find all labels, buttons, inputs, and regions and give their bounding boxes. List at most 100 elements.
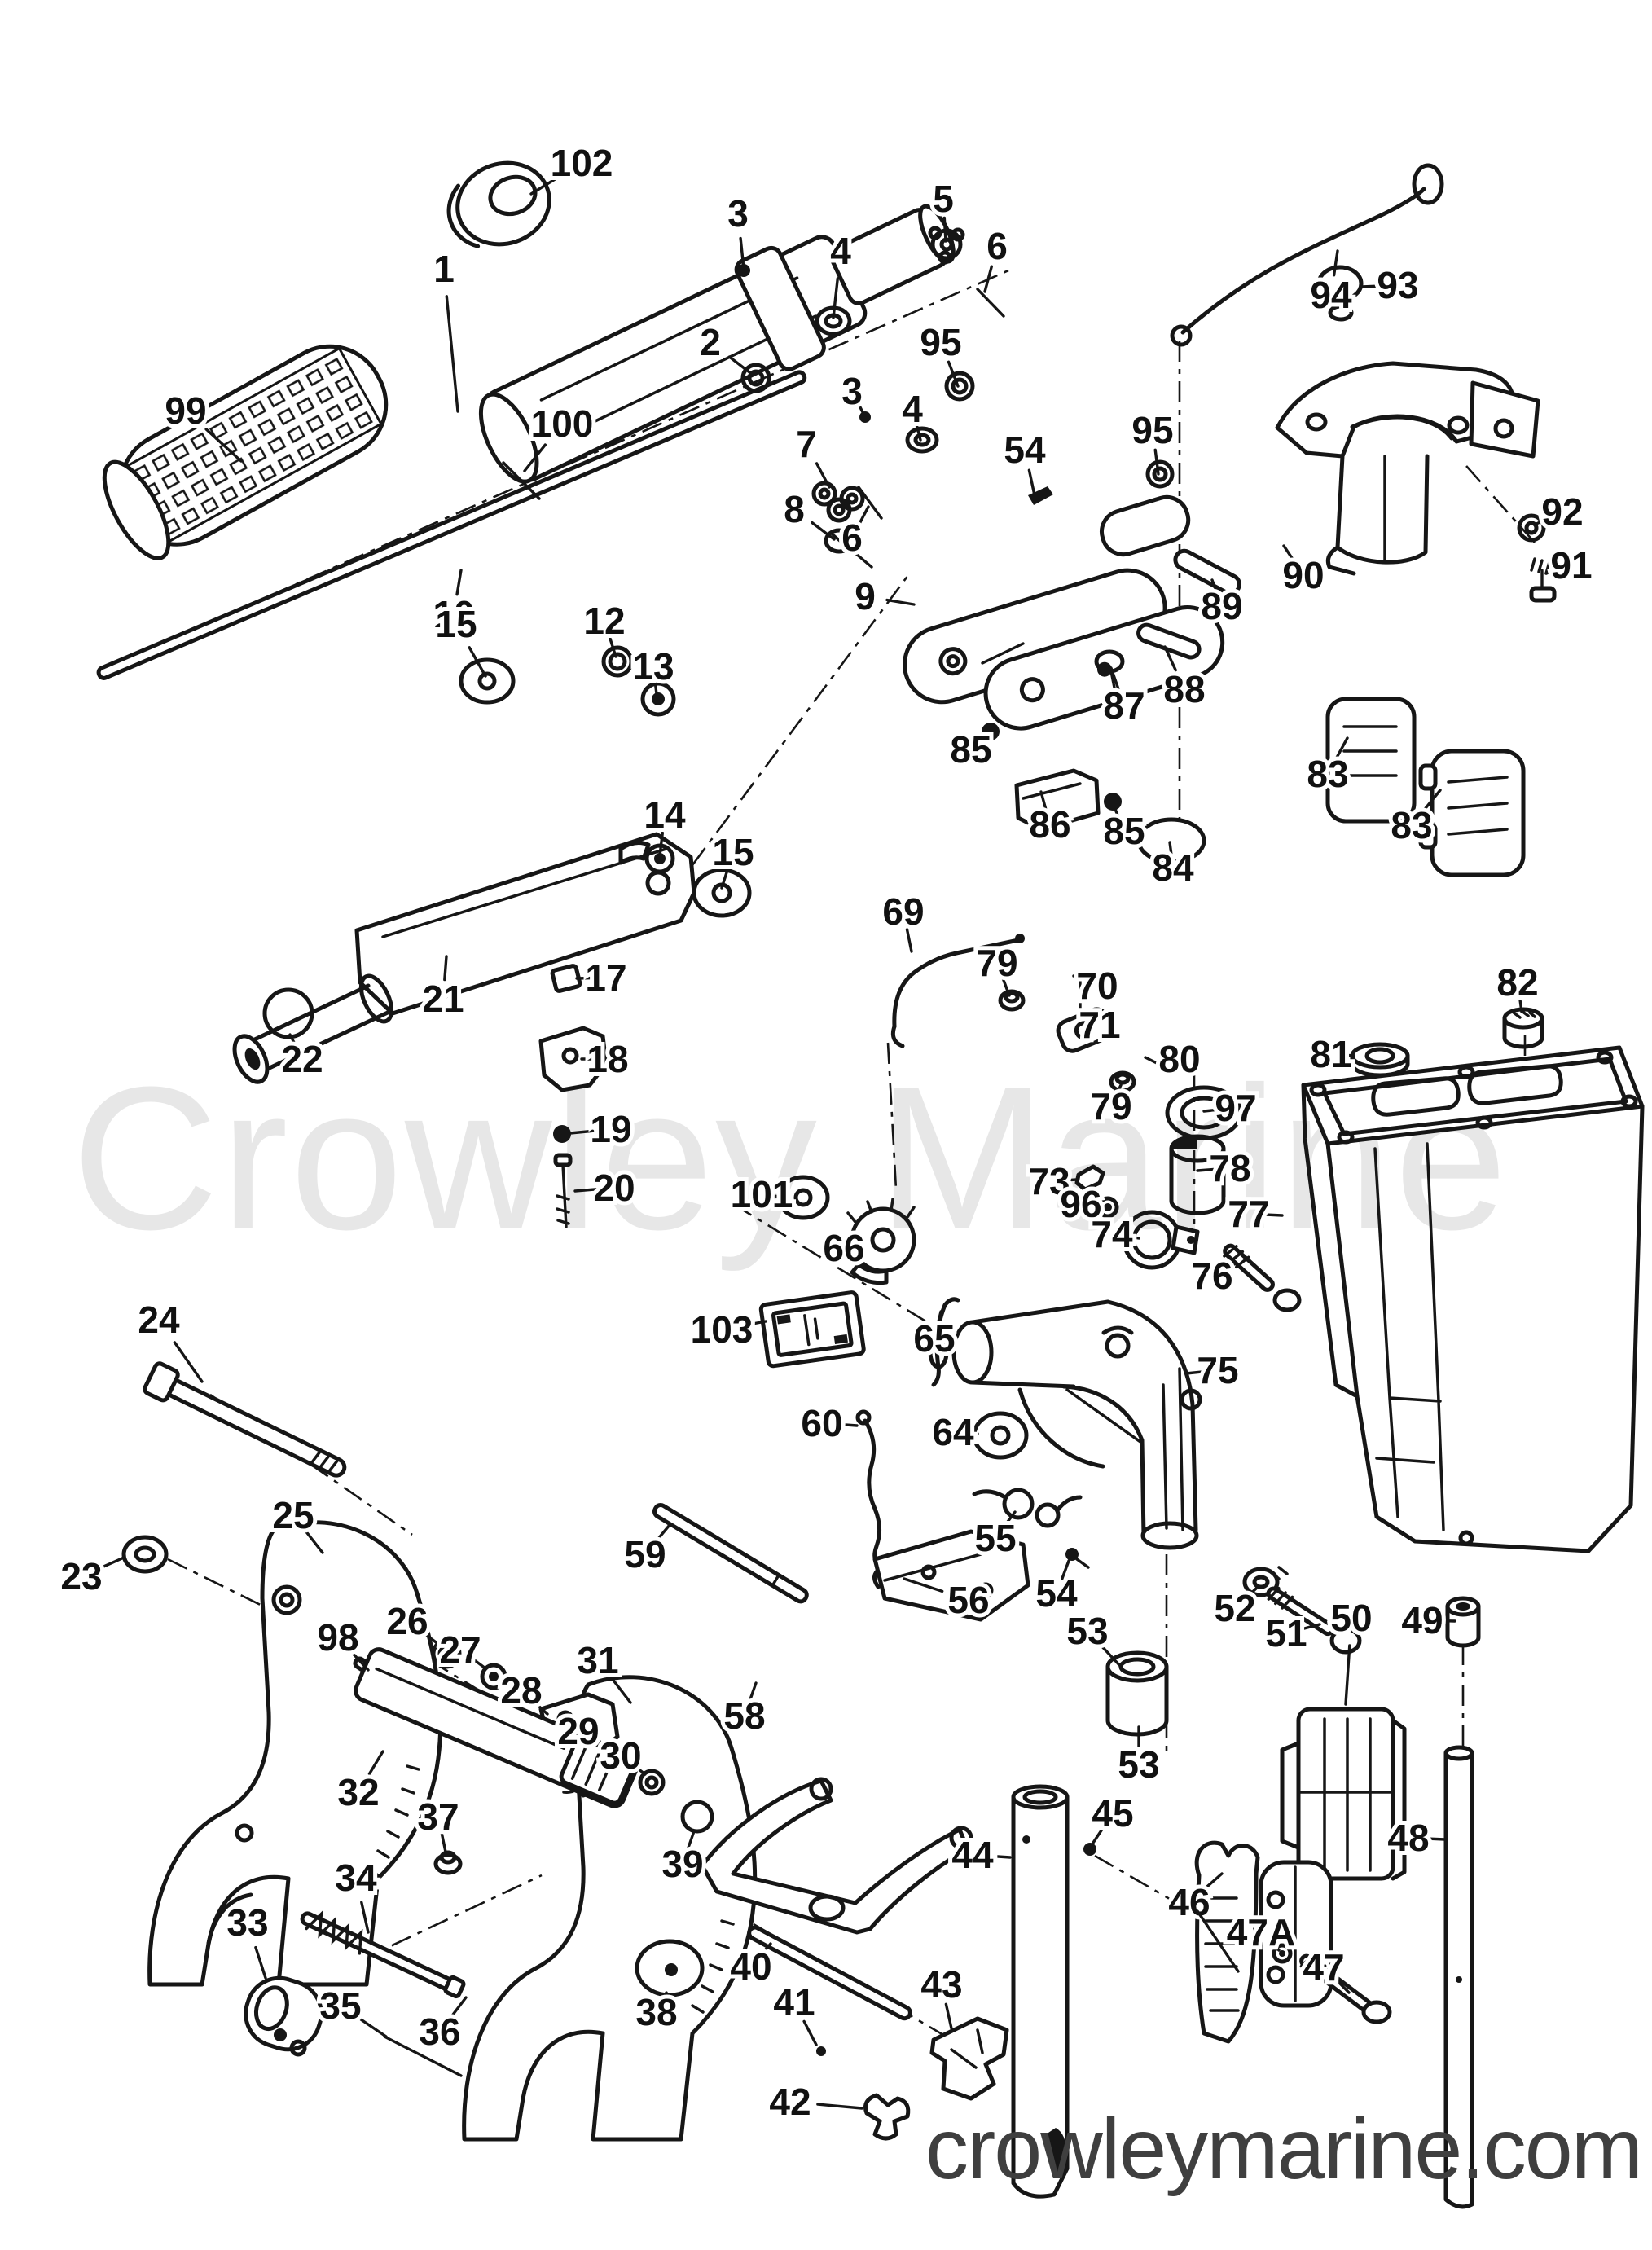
swivel-hardware [872, 1488, 1481, 2209]
leader-line-37 [440, 1832, 448, 1857]
part-label-85: 85 [1103, 810, 1145, 852]
part-label-10: 10 [433, 593, 474, 635]
part-label-54: 54 [1004, 428, 1046, 471]
part-label-98: 98 [317, 1616, 358, 1659]
leader-line-54 [1027, 468, 1036, 497]
part-label-37: 37 [417, 1795, 459, 1838]
part-label-13: 13 [632, 645, 674, 688]
part-label-23: 23 [60, 1555, 102, 1597]
leader-line-46 [1202, 1872, 1224, 1892]
leader-line-47A [1268, 1939, 1281, 1952]
exhaust-housing-drawing [1301, 1007, 1645, 1553]
part-label-59: 59 [624, 1533, 666, 1575]
part-label-24: 24 [138, 1299, 180, 1341]
leader-line-79 [1001, 976, 1011, 997]
leader-line-88 [1163, 645, 1177, 672]
leader-line-97 [1202, 1108, 1224, 1113]
part-label-19: 19 [590, 1108, 631, 1150]
throttle-grip-drawing [102, 344, 389, 560]
leader-line-53 [1101, 1646, 1123, 1668]
leader-line-28 [531, 1699, 549, 1716]
part-label-2: 2 [700, 321, 721, 363]
part-label-53: 53 [1118, 1743, 1159, 1786]
leader-line-6 [983, 265, 994, 293]
leader-line-92 [1533, 516, 1552, 526]
leader-line-40 [758, 1942, 772, 1958]
leader-line-14 [658, 831, 664, 857]
leader-line-21 [443, 955, 448, 982]
leader-line-52 [1242, 1587, 1258, 1601]
part-label-8: 8 [784, 488, 805, 530]
leader-line-15 [720, 867, 730, 890]
handle-tube-drawing [478, 204, 956, 484]
part-label-18: 18 [587, 1038, 628, 1080]
leader-line-39 [686, 1830, 696, 1851]
leader-line-84 [1168, 841, 1173, 858]
part-label-22: 22 [281, 1038, 323, 1080]
extra-leader-line [1196, 1909, 1240, 1973]
leader-line-23 [99, 1556, 125, 1570]
part-label-93: 93 [1377, 264, 1418, 306]
leader-line-51 [1299, 1623, 1321, 1631]
part-label-55: 55 [974, 1517, 1016, 1559]
part-label-81: 81 [1310, 1033, 1351, 1075]
part-label-43: 43 [920, 1963, 962, 2006]
part-label-102: 102 [551, 142, 613, 184]
part-label-88: 88 [1163, 668, 1205, 710]
leader-line-75 [1184, 1370, 1206, 1375]
leader-line-86 [1039, 790, 1048, 811]
part-label-83: 83 [1307, 753, 1348, 795]
leader-line-91 [1544, 567, 1562, 575]
leader-line-3 [856, 401, 867, 419]
part-label-86: 86 [1029, 803, 1070, 846]
leader-line-54 [1061, 1559, 1070, 1580]
leader-line-103 [740, 1320, 767, 1328]
part-label-60: 60 [801, 1402, 842, 1444]
part-label-54: 54 [1035, 1572, 1078, 1615]
leader-line-8 [811, 521, 836, 541]
leader-line-93 [1360, 284, 1383, 288]
part-label-52: 52 [1214, 1587, 1255, 1629]
part-label-4: 4 [902, 388, 923, 430]
part-label-25: 25 [272, 1494, 314, 1536]
leg-bracket-drawing [1275, 361, 1540, 576]
part-label-89: 89 [1201, 585, 1242, 627]
part-label-58: 58 [723, 1694, 765, 1737]
pin-100-drawing [502, 461, 541, 500]
extra-leader-line [981, 642, 1025, 665]
part-label-26: 26 [386, 1600, 428, 1642]
part-label-9: 9 [855, 575, 876, 617]
part-label-91: 91 [1550, 544, 1592, 587]
part-label-15: 15 [435, 603, 477, 645]
leader-line-12 [608, 635, 617, 658]
part-label-3: 3 [727, 192, 749, 235]
leader-line-58 [748, 1681, 758, 1703]
part-label-34: 34 [335, 1857, 377, 1899]
part-label-73: 73 [1028, 1160, 1070, 1202]
leader-line-6 [858, 505, 870, 525]
leader-line-41 [802, 2019, 818, 2046]
leader-line-98 [349, 1650, 370, 1672]
part-label-77: 77 [1228, 1193, 1269, 1235]
leader-line-32 [367, 1750, 384, 1776]
part-label-51: 51 [1265, 1612, 1307, 1655]
part-label-70: 70 [1076, 965, 1118, 1007]
part-label-87: 87 [1103, 684, 1145, 727]
leader-line-101 [768, 1193, 782, 1198]
leader-line-102 [529, 175, 560, 196]
leader-line-85 [977, 732, 989, 744]
part-label-41: 41 [773, 1981, 815, 2024]
clamp-bracket-left [150, 1523, 441, 1984]
mount-block [1280, 1707, 1407, 1881]
leader-line-17 [575, 976, 595, 980]
knob-drawing [1316, 265, 1364, 322]
part-label-90: 90 [1282, 554, 1324, 596]
part-label-39: 39 [661, 1843, 703, 1885]
part-label-69: 69 [882, 890, 924, 933]
steering-arm-drawing [232, 645, 752, 1228]
leader-line-78 [1196, 1167, 1217, 1172]
leader-line-7 [815, 462, 831, 489]
part-label-94: 94 [1310, 274, 1352, 316]
